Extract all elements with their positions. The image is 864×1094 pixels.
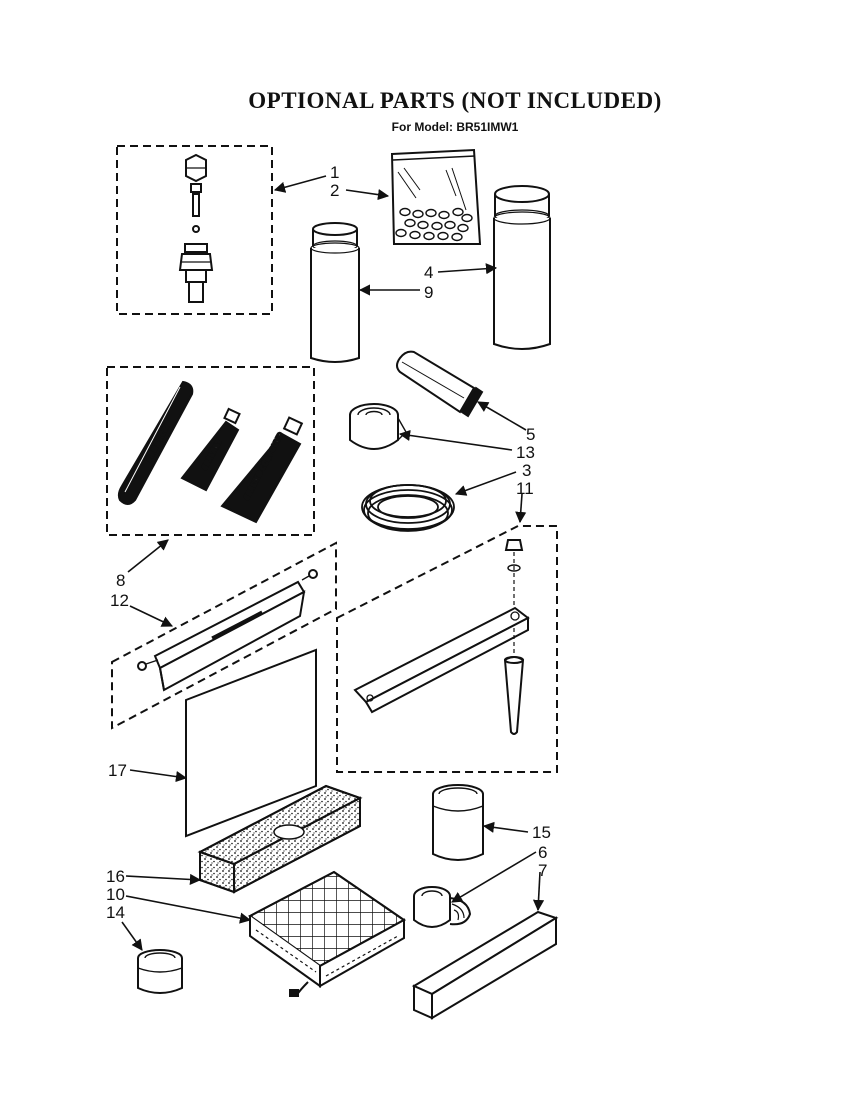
- leader-6: [451, 851, 537, 903]
- leader-15: [482, 821, 529, 833]
- valve-kit-box: [116, 145, 273, 315]
- mounting-rail-group: [111, 541, 337, 730]
- leader-5: [477, 401, 527, 431]
- coiled-cable-icon: [361, 484, 455, 532]
- wound-tape-icon: [413, 886, 472, 928]
- leader-lines: [121, 175, 545, 951]
- heater-grid-icon: [248, 870, 406, 997]
- valve-assembly-icon: [178, 153, 214, 303]
- callout-5: 5: [526, 425, 535, 444]
- callout-13: 13: [516, 443, 535, 462]
- paint-can-icon: [432, 784, 484, 861]
- leader-16: [125, 873, 202, 886]
- pipe-stick-icon: PIPE STICK: [117, 380, 194, 505]
- callout-1: 1: [330, 163, 339, 182]
- small-can-icon: [137, 949, 183, 994]
- leader-3: [454, 471, 517, 496]
- leader-10: [125, 895, 252, 924]
- leader-8: [127, 539, 169, 573]
- callout-17: 17: [108, 761, 127, 780]
- leader-4: [437, 263, 498, 275]
- callout-8: 8: [116, 571, 125, 590]
- leader-14: [121, 921, 143, 951]
- leader-11: [515, 493, 527, 524]
- callout-12: 12: [110, 591, 129, 610]
- leader-12: [129, 605, 174, 627]
- mounting-rail-box: [111, 541, 337, 730]
- leader-1: [273, 175, 327, 193]
- callout-3: 3: [522, 461, 531, 480]
- leader-17: [129, 769, 188, 783]
- sealant-kit-box: [106, 366, 315, 536]
- callout-10: 10: [106, 885, 125, 904]
- callout-numbers: 1 2 4 9 5 13 3 11 8 12 17 15 6 7 16 10 1…: [106, 163, 551, 922]
- sealant-kit-group: PIPE STICK SEALANT SEALING COMPOUND: [106, 366, 315, 536]
- tape-roll-icon: [349, 403, 407, 450]
- foam-block-icon: [197, 784, 363, 894]
- bottom-bracket-box: [336, 525, 558, 773]
- callout-14: 14: [106, 903, 125, 922]
- callout-16: 16: [106, 867, 125, 886]
- callout-4: 4: [424, 263, 433, 282]
- sealant-tube-small-icon: SEALANT: [180, 407, 241, 492]
- panel-sheet-icon: [185, 648, 317, 838]
- callout-7: 7: [538, 861, 547, 880]
- model-subtitle: For Model: BR51IMW1: [391, 120, 519, 134]
- bottom-bracket-group: [336, 525, 558, 773]
- leader-7: [532, 871, 545, 912]
- insulation-block-icon: [411, 910, 559, 1020]
- callout-9: 9: [424, 283, 433, 302]
- callout-6: 6: [538, 843, 547, 862]
- grease-tube-icon: [396, 350, 484, 418]
- bottom-bracket-icon: [353, 539, 530, 735]
- mounting-rail-icon: [137, 569, 318, 692]
- leader-13: [398, 429, 513, 451]
- cap-bag-icon: [390, 148, 482, 245]
- callout-11: 11: [516, 479, 534, 498]
- aerosol-can-large-icon: [493, 185, 551, 350]
- callout-2: 2: [330, 181, 339, 200]
- callout-15: 15: [532, 823, 551, 842]
- page-title: OPTIONAL PARTS (NOT INCLUDED): [248, 88, 662, 113]
- leader-2: [345, 189, 390, 201]
- valve-kit-group: [116, 145, 273, 315]
- aerosol-can-small-icon: [310, 222, 360, 363]
